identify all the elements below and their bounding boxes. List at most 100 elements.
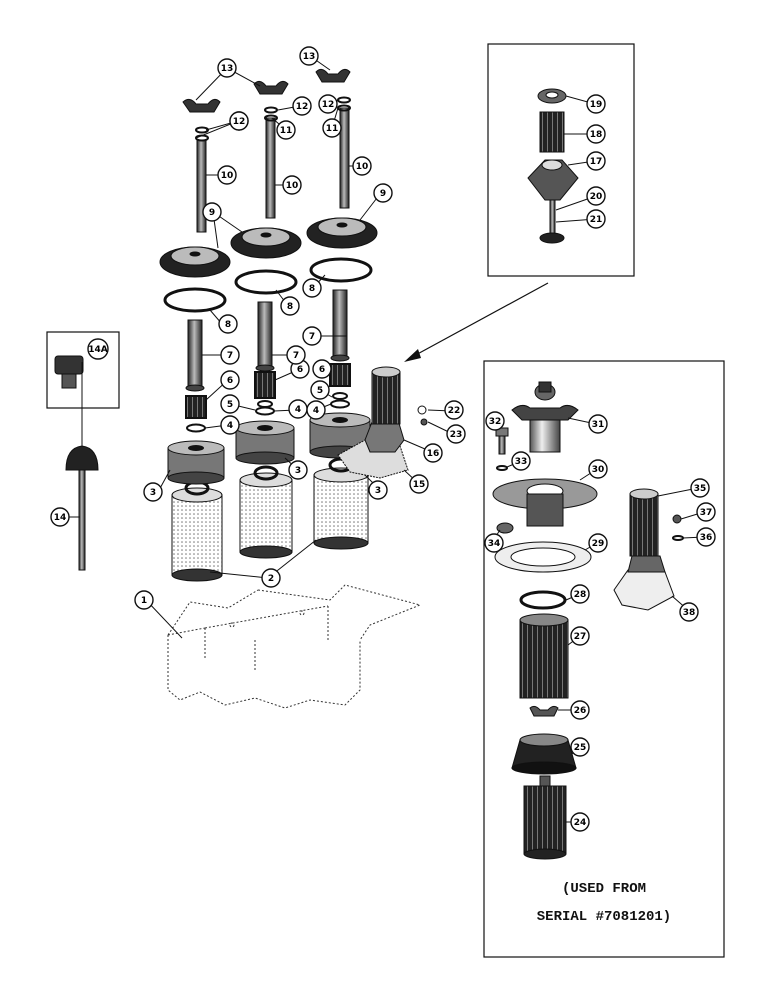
- callout-label: 9: [380, 189, 386, 199]
- callout-23: 23: [446, 424, 466, 444]
- callout-label: 31: [592, 420, 605, 430]
- callout-label: 5: [317, 386, 323, 396]
- callout-3: 3: [143, 482, 163, 502]
- callout-label: 7: [309, 332, 315, 342]
- serial-note: SERIAL #7081201): [537, 909, 671, 925]
- callout-9: 9: [373, 183, 393, 203]
- callout-4: 4: [220, 415, 240, 435]
- filter-element-center: [239, 465, 293, 559]
- callout-7: 7: [286, 345, 306, 365]
- callout-14: 14: [50, 507, 70, 527]
- callout-label: 15: [413, 480, 426, 490]
- callout-26: 26: [570, 700, 590, 720]
- callout-20: 20: [586, 186, 606, 206]
- callout-17: 17: [586, 151, 606, 171]
- callout-3: 3: [368, 480, 388, 500]
- inset-frame-serial-parts: [483, 360, 725, 958]
- callout-label: 20: [590, 192, 603, 202]
- callout-19: 19: [586, 94, 606, 114]
- callout-label: 8: [225, 320, 231, 330]
- callout-3: 3: [288, 460, 308, 480]
- callout-label: 21: [590, 215, 603, 225]
- callout-label: 14: [54, 513, 67, 523]
- callout-5: 5: [220, 394, 240, 414]
- callout-label: 11: [280, 126, 293, 136]
- callout-label: 34: [488, 539, 501, 549]
- callout-label: 29: [592, 539, 605, 549]
- callout-label: 12: [296, 102, 309, 112]
- o-rings: [163, 257, 373, 313]
- callout-10: 10: [217, 165, 237, 185]
- callout-15: 15: [409, 474, 429, 494]
- callout-label: 13: [303, 52, 316, 62]
- callout-25: 25: [570, 737, 590, 757]
- callout-label: 2: [268, 574, 274, 584]
- callout-label: 13: [221, 64, 234, 74]
- inset-frame-breather: [46, 331, 120, 409]
- callout-label: 36: [700, 533, 713, 543]
- callout-label: 8: [287, 302, 293, 312]
- callout-6: 6: [312, 359, 332, 379]
- callout-11: 11: [276, 120, 296, 140]
- serial-inset-parts: [492, 381, 684, 860]
- callout-label: 11: [326, 124, 339, 134]
- callout-label: 7: [227, 351, 233, 361]
- callout-label: 3: [150, 488, 156, 498]
- callout-22: 22: [444, 400, 464, 420]
- callout-label: 7: [293, 351, 299, 361]
- callout-35: 35: [690, 478, 710, 498]
- filter-element-right: [313, 457, 369, 550]
- callout-label: 32: [489, 417, 502, 427]
- callout-37: 37: [696, 502, 716, 522]
- callout-7: 7: [302, 326, 322, 346]
- callout-label: 1: [141, 596, 147, 606]
- callout-5: 5: [310, 380, 330, 400]
- callout-label: 24: [574, 818, 587, 828]
- callout-label: 6: [297, 365, 303, 375]
- callout-11: 11: [322, 118, 342, 138]
- callout-8: 8: [302, 278, 322, 298]
- callout-label: 16: [427, 449, 440, 459]
- callout-label: 4: [295, 405, 301, 415]
- filter-covers: [159, 217, 378, 278]
- wing-nuts: [182, 68, 351, 113]
- callout-label: 18: [590, 130, 603, 140]
- washers: [186, 392, 350, 433]
- callout-6: 6: [220, 370, 240, 390]
- callout-label: 30: [592, 465, 605, 475]
- callout-33: 33: [511, 451, 531, 471]
- callout-21: 21: [586, 209, 606, 229]
- callout-label: 4: [227, 421, 233, 431]
- relief-valve-assembly: [337, 366, 428, 479]
- callout-4: 4: [306, 400, 326, 420]
- callout-12: 12: [229, 111, 249, 131]
- callout-label: 3: [375, 486, 381, 496]
- reservoir-tank: [167, 584, 422, 709]
- callout-label: 14A: [88, 345, 108, 355]
- callout-label: 26: [574, 706, 587, 716]
- callout-13: 13: [299, 46, 319, 66]
- callout-10: 10: [282, 175, 302, 195]
- callout-38: 38: [679, 602, 699, 622]
- callout-label: 22: [448, 406, 461, 416]
- callout-16: 16: [423, 443, 443, 463]
- filter-element-left: [171, 480, 223, 582]
- callout-18: 18: [586, 124, 606, 144]
- callout-label: 6: [319, 365, 325, 375]
- callout-13: 13: [217, 58, 237, 78]
- callout-label: 10: [356, 162, 369, 172]
- callout-label: 19: [590, 100, 603, 110]
- callout-12: 12: [318, 94, 338, 114]
- callout-10: 10: [352, 156, 372, 176]
- studs: [196, 107, 350, 233]
- callout-label: 25: [574, 743, 587, 753]
- callout-label: 5: [227, 400, 233, 410]
- callout-2: 2: [261, 568, 281, 588]
- callout-1: 1: [134, 590, 154, 610]
- callout-label: 27: [574, 632, 587, 642]
- callout-label: 12: [322, 100, 335, 110]
- callout-label: 23: [450, 430, 463, 440]
- center-tubes: [185, 289, 350, 392]
